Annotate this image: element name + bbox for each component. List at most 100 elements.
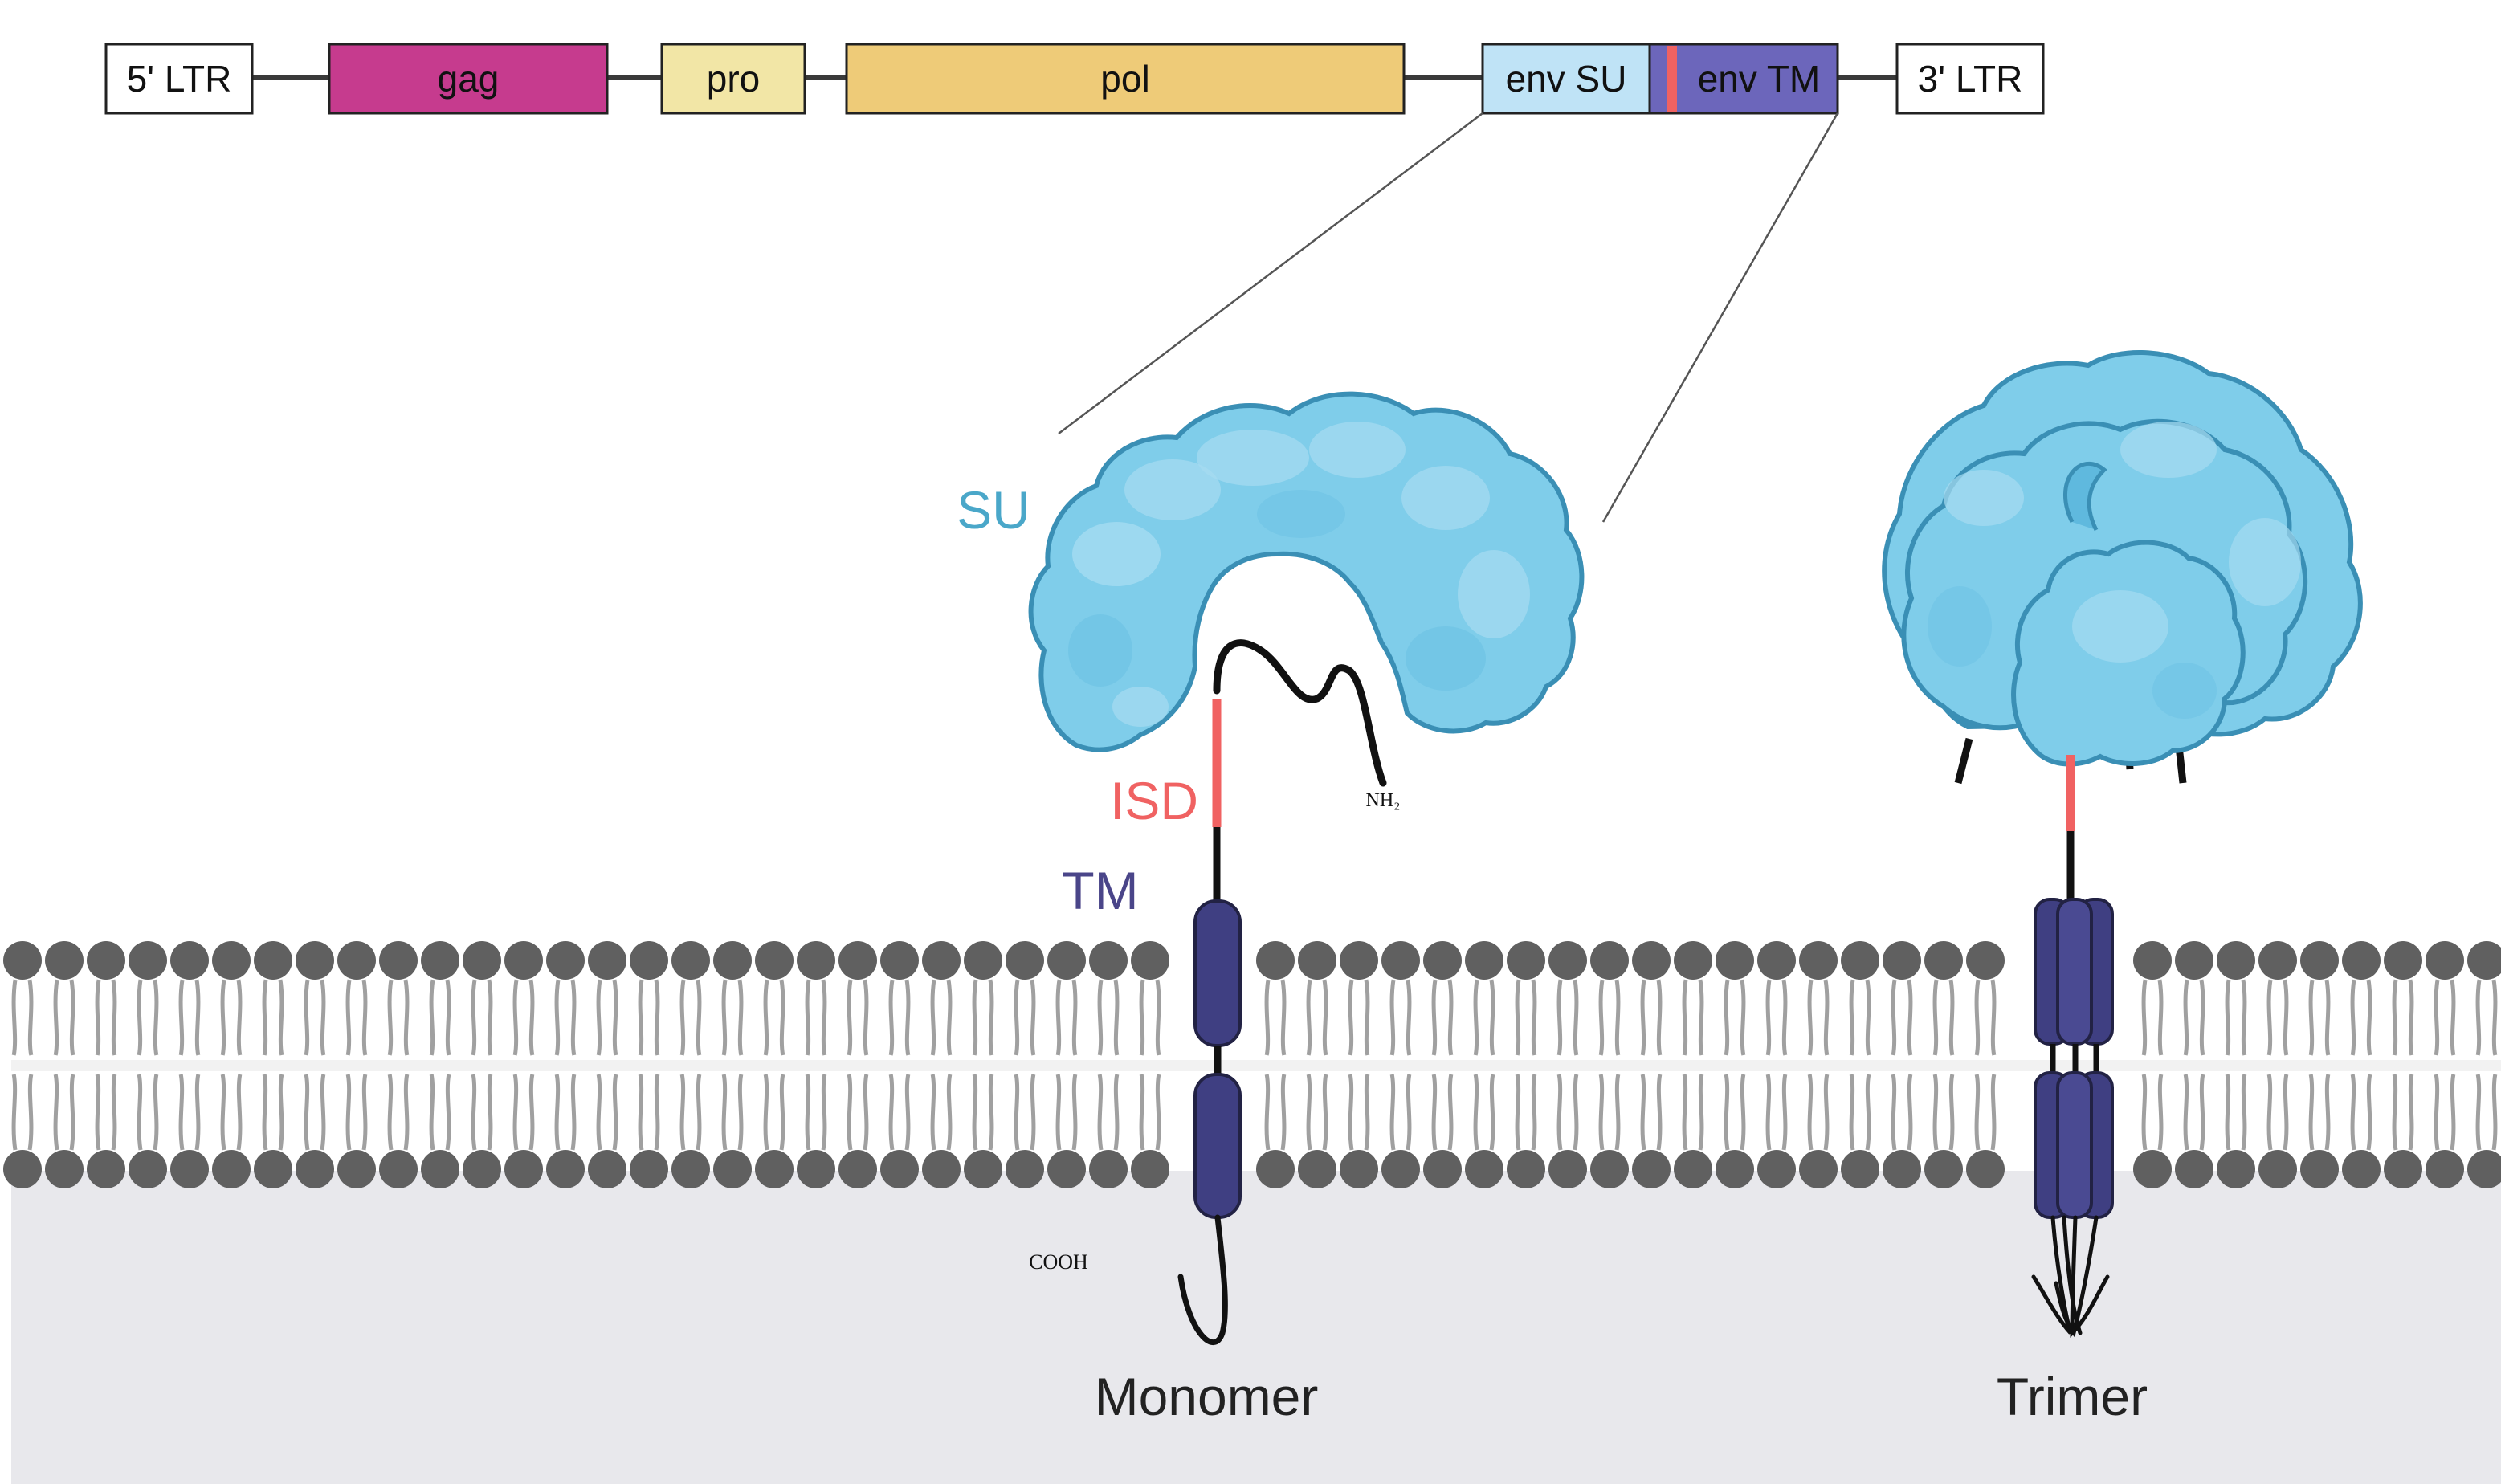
lipid-head (1966, 1150, 2005, 1188)
lipid-tail (654, 1074, 660, 1151)
lipid-head (797, 941, 835, 980)
lipid-tail (2350, 979, 2356, 1056)
lipid-tail (1823, 979, 1830, 1056)
lipid-tail (1264, 1074, 1271, 1151)
lipid-tail (471, 1074, 477, 1151)
lipid-tail (763, 1074, 769, 1151)
lipid-head (630, 941, 668, 980)
lipid-tail (1974, 979, 1981, 1056)
lipid-tail (1640, 1074, 1646, 1151)
monomer-label: Monomer (1095, 1367, 1319, 1426)
lipid-tail (1948, 979, 1955, 1056)
tm-helix (2056, 898, 2093, 1046)
ltr5-box (104, 43, 254, 115)
lipid-tail (69, 1074, 75, 1151)
lipid-tail (1280, 979, 1287, 1056)
lipid-head (546, 941, 585, 980)
lipid-tail (2491, 1074, 2498, 1151)
lipid-tail (53, 979, 59, 1056)
lipid-tail (262, 1074, 268, 1151)
lipid-tail (596, 979, 602, 1056)
lipid-head (2217, 1150, 2255, 1188)
lipid-head (1256, 1150, 1295, 1188)
lipid-tail (1055, 979, 1062, 1056)
lipid-head (170, 1150, 209, 1188)
lipid-tail (1932, 1074, 1939, 1151)
lipid-tail (2283, 1074, 2289, 1151)
ltr3-label: 3' LTR (1918, 58, 2023, 100)
su-blob (1928, 586, 1992, 667)
lipid-head (2384, 941, 2422, 980)
lipid-tail (1014, 979, 1020, 1056)
lipid-tail (137, 979, 143, 1056)
lipid-head (170, 941, 209, 980)
lipid-tail (1155, 1074, 1161, 1151)
lipid-tail (1406, 1074, 1412, 1151)
lipid-head (1674, 1150, 1712, 1188)
env-tm-label: env TM (1698, 58, 1821, 100)
lipid-tail (930, 979, 936, 1056)
lipid-tail (2141, 1074, 2148, 1151)
genome-map: 5' LTR gag pro pol env SU env TM 3' LTR (104, 43, 2045, 523)
lipid-head (1548, 941, 1587, 980)
lipid-tail (1891, 979, 1897, 1056)
lipid-tail (1264, 979, 1271, 1056)
lipid-tail (1556, 979, 1563, 1056)
lipid-tail (1807, 979, 1814, 1056)
ltr5-label: 5' LTR (127, 58, 232, 100)
lipid-head (2426, 941, 2464, 980)
lipid-head (1883, 941, 1921, 980)
lipid-tail (178, 979, 185, 1056)
lipid-head (1131, 1150, 1169, 1188)
lipid-tail (1765, 1074, 1772, 1151)
lipid-tail (27, 1074, 34, 1151)
lipid-tail (847, 979, 853, 1056)
lipid-tail (737, 979, 744, 1056)
lipid-tail (2308, 979, 2315, 1056)
lipid-tail (95, 979, 101, 1056)
env-tm-box (1648, 43, 1839, 115)
lipid-tail (1614, 979, 1621, 1056)
lipid-tail (1865, 1074, 1871, 1151)
lipid-tail (1364, 979, 1370, 1056)
trimer-label: Trimer (1997, 1367, 2148, 1426)
lipid-tail (1515, 979, 1521, 1056)
lipid-tail (1907, 979, 1913, 1056)
lipid-tail (471, 979, 477, 1056)
lipid-tail (2408, 979, 2414, 1056)
lipid-tail (779, 1074, 785, 1151)
lipid-tail (696, 979, 702, 1056)
lipid-tail (320, 1074, 326, 1151)
lipid-tail (111, 1074, 117, 1151)
su-blob (1112, 687, 1169, 727)
lipid-head (1507, 941, 1545, 980)
lipid-tail (2366, 979, 2372, 1056)
lipid-head (379, 1150, 418, 1188)
lipid-tail (487, 1074, 493, 1151)
lipid-tail (2225, 1074, 2231, 1151)
lipid-tail (2183, 979, 2189, 1056)
lipid-tail (2141, 979, 2148, 1056)
lipid-tail (2324, 979, 2331, 1056)
lipid-tail (972, 979, 978, 1056)
lipid-head (1966, 941, 2005, 980)
lipid-head (1047, 941, 1086, 980)
monomer: SU ISD TM NH₂ COOH Monomer (957, 391, 1585, 1426)
su-blob (1458, 550, 1530, 638)
lipid-head (2467, 941, 2501, 980)
cooh-tail (1177, 1214, 1228, 1345)
lipid-tail (721, 979, 728, 1056)
lipid-tail (278, 1074, 284, 1151)
lipid-tail (1306, 979, 1312, 1056)
lipid-tail (1740, 1074, 1746, 1151)
lipid-tail (178, 1074, 185, 1151)
cooh-label: COOH (1029, 1250, 1088, 1274)
lipid-tail (528, 1074, 535, 1151)
lipid-head (1674, 941, 1712, 980)
lipid-tail (821, 1074, 827, 1151)
lipid-tail (946, 979, 953, 1056)
lipid-tail (1113, 979, 1120, 1056)
su-label: SU (957, 480, 1030, 540)
lipid-tail (2183, 1074, 2189, 1151)
lipid-tail (679, 979, 686, 1056)
